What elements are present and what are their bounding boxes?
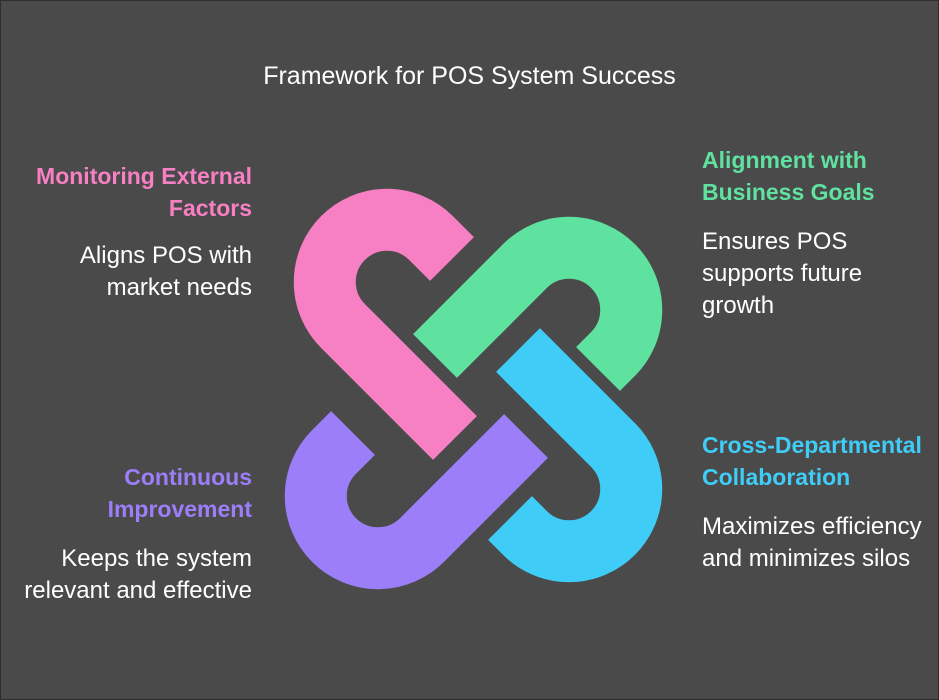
improvement-description: Keeps the system relevant and effective — [24, 545, 252, 604]
collaboration-description: Maximizes efficiency and minimizes silos — [702, 513, 922, 572]
diagram-title: Framework for POS System Success — [263, 62, 676, 90]
green-loop — [413, 216, 663, 391]
blue-loop — [488, 328, 663, 583]
collaboration-heading: Cross-Departmental Collaboration — [702, 432, 922, 490]
improvement-heading: Continuous Improvement — [107, 464, 252, 522]
pink-loop — [293, 188, 477, 460]
alignment-block: Alignment with Business Goals Ensures PO… — [702, 144, 922, 322]
monitoring-heading: Monitoring External Factors — [36, 163, 252, 221]
alignment-description: Ensures POS supports future growth — [702, 228, 863, 319]
alignment-heading: Alignment with Business Goals — [702, 147, 875, 205]
collaboration-block: Cross-Departmental Collaboration Maximiz… — [702, 429, 922, 575]
monitoring-block: Monitoring External Factors Aligns POS w… — [20, 160, 252, 304]
monitoring-description: Aligns POS with market needs — [79, 242, 252, 301]
improvement-block: Continuous Improvement Keeps the system … — [20, 461, 252, 607]
purple-loop — [284, 411, 548, 590]
